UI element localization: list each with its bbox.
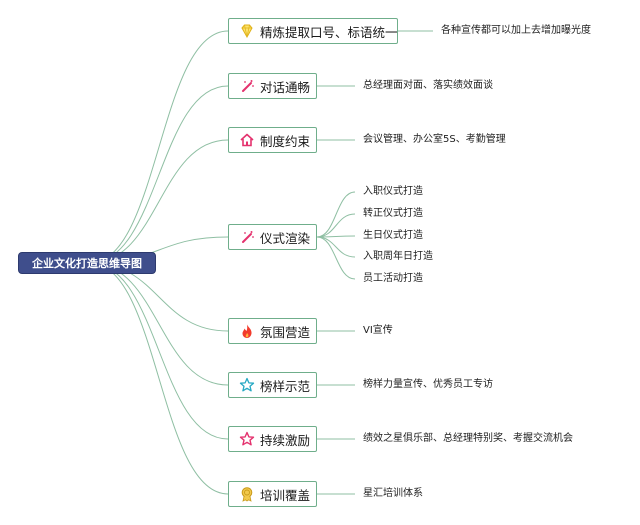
detail-text-rules: 会议管理、办公室5S、考勤管理 <box>363 134 506 145</box>
diamond-icon <box>239 23 255 39</box>
detail-text-ceremony-3: 生日仪式打造 <box>363 230 423 241</box>
magic-wand-icon <box>239 229 255 245</box>
branch-label: 氛围营造 <box>260 324 311 340</box>
branch-label: 精炼提取口号、标语统一 <box>260 24 398 40</box>
branch-label: 培训覆盖 <box>260 487 311 503</box>
branch-label: 持续激励 <box>260 432 311 448</box>
branch-node-ceremony[interactable]: 仪式渲染 <box>228 224 317 250</box>
flame-icon <box>239 323 255 339</box>
house-icon <box>239 132 255 148</box>
branch-node-slogan[interactable]: 精炼提取口号、标语统一 <box>228 18 398 44</box>
connector-root-to-branch-3 <box>89 139 229 264</box>
magic-wand-icon <box>239 78 255 94</box>
detail-text-ceremony-4: 入职周年日打造 <box>363 251 433 262</box>
connector-detail-ceremony-2 <box>316 213 356 238</box>
root-node[interactable]: 企业文化打造思维导图 <box>18 252 156 274</box>
branch-label: 制度约束 <box>260 133 311 149</box>
star-outline-icon <box>239 431 255 447</box>
connector-detail-ceremony-1 <box>316 191 356 238</box>
branch-node-role-model[interactable]: 榜样示范 <box>228 372 317 398</box>
branch-node-training[interactable]: 培训覆盖 <box>228 481 317 507</box>
branch-node-rules[interactable]: 制度约束 <box>228 127 317 153</box>
connector-root-to-branch-2 <box>89 85 229 264</box>
branch-label: 榜样示范 <box>260 378 311 394</box>
detail-text-incentive: 绩效之星俱乐部、总经理特别奖、考握交流机会 <box>363 433 573 444</box>
connector-root-to-branch-8 <box>89 262 229 495</box>
detail-text-atmosphere: VI宣传 <box>363 325 393 336</box>
branch-node-incentive[interactable]: 持续激励 <box>228 426 317 452</box>
star-outline-icon <box>239 377 255 393</box>
medal-icon <box>239 486 255 502</box>
detail-text-training: 星汇培训体系 <box>363 488 423 499</box>
branch-label: 仪式渲染 <box>260 230 311 246</box>
detail-text-ceremony-5: 员工活动打造 <box>363 273 423 284</box>
branch-node-dialogue[interactable]: 对话通畅 <box>228 73 317 99</box>
branch-node-atmosphere[interactable]: 氛围营造 <box>228 318 317 344</box>
detail-text-ceremony-1: 入职仪式打造 <box>363 186 423 197</box>
detail-text-ceremony-2: 转正仪式打造 <box>363 208 423 219</box>
connector-root-to-branch-7 <box>89 262 229 440</box>
connector-root-to-branch-6 <box>89 262 229 386</box>
detail-text-role-model: 榜样力量宣传、优秀员工专访 <box>363 379 493 390</box>
connector-root-to-branch-1 <box>89 30 229 264</box>
branch-label: 对话通畅 <box>260 79 311 95</box>
connector-detail-ceremony-5 <box>316 236 356 280</box>
detail-text-dialogue: 总经理面对面、落实绩效面谈 <box>363 80 493 91</box>
connector-detail-ceremony-4 <box>316 236 356 258</box>
detail-text-slogan: 各种宣传都可以加上去增加曝光度 <box>441 25 591 36</box>
